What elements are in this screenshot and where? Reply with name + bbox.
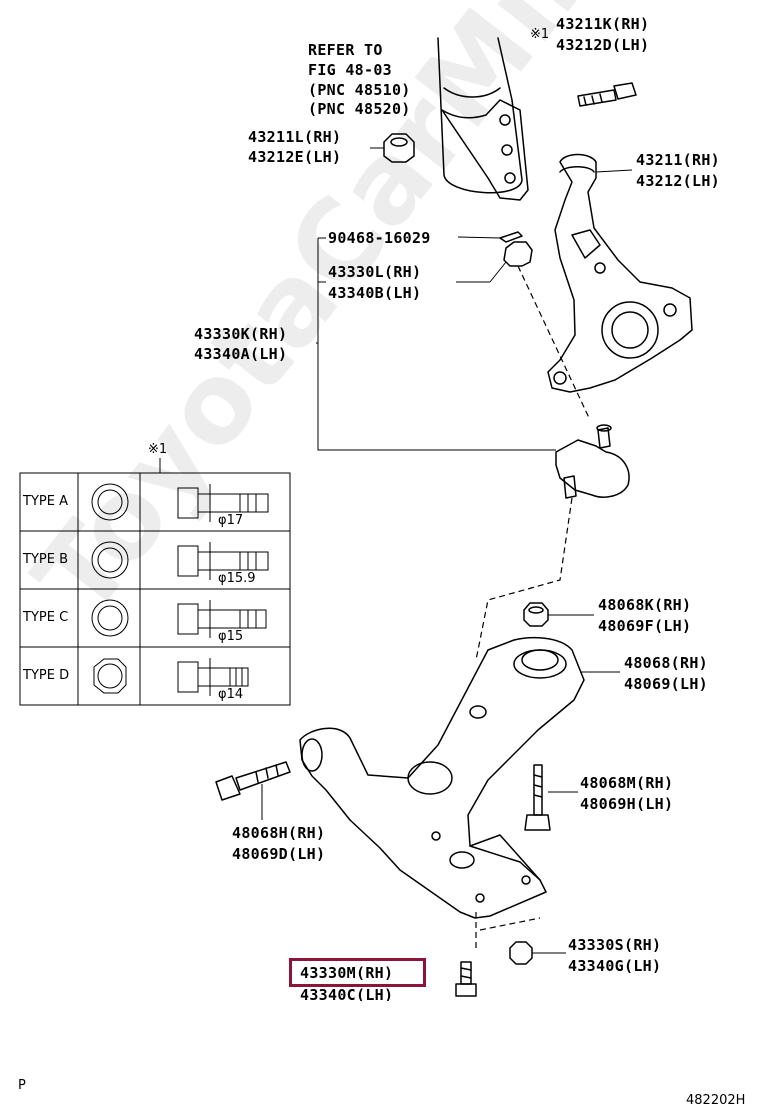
top-bolt-drawing: [577, 82, 637, 107]
knuckle-lh[interactable]: 43212(LH): [636, 172, 720, 190]
refer-line-3: (PNC 48510): [308, 81, 411, 99]
knuckle-rh[interactable]: 43211(RH): [636, 151, 720, 169]
assembly-dashed-lines: [475, 265, 591, 950]
bolt-top-lh[interactable]: 43212D(LH): [556, 36, 650, 54]
ball-joint-drawing: [555, 424, 630, 499]
type-a-label: TYPE A: [23, 494, 68, 509]
bolt-right-lh[interactable]: 48069H(LH): [580, 795, 674, 813]
arm-nut-drawing: [523, 602, 549, 627]
nut-top-rh[interactable]: 43211L(RH): [248, 128, 342, 146]
bolt-top-rh[interactable]: 43211K(RH): [556, 15, 650, 33]
type-b-label: TYPE B: [23, 552, 68, 567]
bottom-bolt-rh[interactable]: 43330M(RH): [300, 964, 394, 982]
bolt-type-table: [19, 458, 291, 706]
type-a-dim: φ17: [218, 513, 244, 528]
arm-nut-lh[interactable]: 48069F(LH): [598, 617, 692, 635]
lower-arm-drawing: [299, 636, 585, 919]
figure-code: 482202H: [686, 1093, 746, 1108]
bottom-nut-rh[interactable]: 43330S(RH): [568, 936, 662, 954]
bottom-bolt-lh[interactable]: 43340C(LH): [300, 986, 394, 1001]
top-nut-drawing: [383, 133, 415, 163]
bottom-nut-drawing: [509, 941, 533, 965]
ball-joint-lh[interactable]: 43340A(LH): [194, 345, 288, 363]
refer-line-1: REFER TO: [308, 41, 383, 59]
pin-nut-drawing: [499, 231, 533, 267]
type-d-label: TYPE D: [23, 668, 70, 683]
nut-top-lh[interactable]: 43212E(LH): [248, 148, 342, 166]
bolt-left-lh[interactable]: 48069D(LH): [232, 845, 326, 863]
bottom-bolt-drawing: [455, 961, 477, 997]
arm-nut-rh[interactable]: 48068K(RH): [598, 596, 692, 614]
type-c-dim: φ15: [218, 629, 244, 644]
right-bolt-drawing: [524, 764, 551, 831]
ball-joint-rh[interactable]: 43330K(RH): [194, 325, 288, 343]
corner-marker: P: [18, 1078, 26, 1093]
left-bolt-drawing: [215, 761, 291, 801]
selected-part-highlight: [289, 958, 426, 987]
type-d-dim: φ14: [218, 687, 244, 702]
bolt-left-rh[interactable]: 48068H(RH): [232, 824, 326, 842]
refer-line-2[interactable]: FIG 48-03: [308, 61, 392, 79]
type-c-label: TYPE C: [23, 610, 69, 625]
bolt-top-mark: ※1: [530, 27, 550, 42]
strut-drawing: [437, 37, 529, 201]
leader-lines: [261, 147, 633, 954]
nut-ball-rh[interactable]: 43330L(RH): [328, 263, 422, 281]
table-nut-icons: [91, 483, 129, 694]
lower-arm-lh[interactable]: 48069(LH): [624, 675, 708, 693]
table-bolt-icons: [177, 484, 269, 696]
pin-label[interactable]: 90468-16029: [328, 229, 431, 247]
table-mark: ※1: [148, 442, 168, 457]
bottom-nut-lh[interactable]: 43340G(LH): [568, 957, 662, 975]
type-b-dim: φ15.9: [218, 571, 256, 586]
refer-line-4: (PNC 48520): [308, 100, 411, 118]
knuckle-drawing: [547, 153, 693, 393]
nut-ball-lh[interactable]: 43340B(LH): [328, 284, 422, 302]
lower-arm-rh[interactable]: 48068(RH): [624, 654, 708, 672]
bolt-right-rh[interactable]: 48068M(RH): [580, 774, 674, 792]
